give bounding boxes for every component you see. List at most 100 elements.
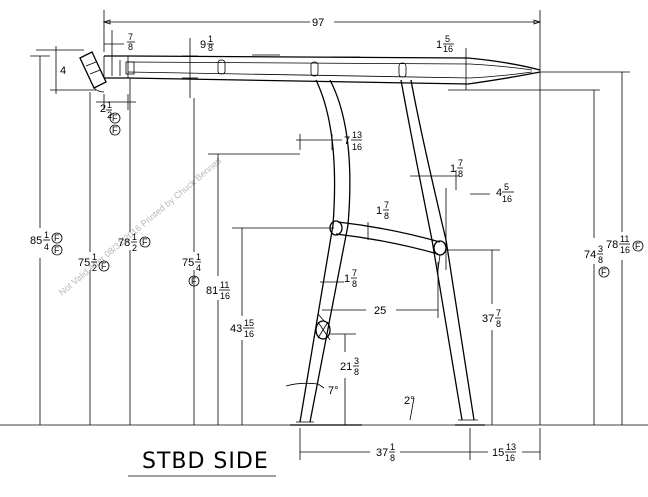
- svg-text:1: 1: [132, 232, 137, 242]
- dim-25: 25: [374, 305, 386, 317]
- svg-text:85: 85: [30, 235, 42, 247]
- f-marks-launcher: F F: [109, 112, 121, 136]
- dim-21-3-8: 21 3 8: [340, 356, 359, 377]
- svg-text:8: 8: [496, 319, 501, 329]
- svg-text:2: 2: [100, 103, 106, 115]
- dim-overall-length: 97: [312, 17, 324, 29]
- svg-text:F: F: [601, 267, 607, 277]
- svg-text:78: 78: [118, 237, 130, 249]
- svg-text:15: 15: [244, 318, 254, 328]
- svg-text:4: 4: [496, 187, 502, 199]
- svg-text:16: 16: [502, 194, 512, 204]
- svg-text:5: 5: [445, 34, 450, 44]
- dim-2-1-2: 2 1 2: [100, 100, 112, 120]
- dim-launcher-4: 4: [60, 65, 66, 77]
- rocket-launcher: [79, 51, 107, 93]
- svg-text:15: 15: [492, 447, 504, 459]
- svg-text:11: 11: [220, 280, 229, 290]
- svg-text:1: 1: [208, 34, 213, 44]
- svg-text:13: 13: [506, 442, 516, 452]
- svg-text:9: 9: [200, 39, 206, 51]
- dim-15-13-16: 15 13 16: [492, 442, 516, 463]
- dim-85-1-4: 85 1 4 F F: [30, 230, 63, 256]
- dim-37-7-8: 37 7 8: [482, 308, 501, 329]
- dim-1-7-8-c: 1 7 8: [344, 268, 357, 289]
- svg-text:4: 4: [196, 263, 201, 273]
- dim-angle-7: 7°: [328, 385, 339, 397]
- svg-text:16: 16: [220, 291, 230, 301]
- svg-text:5: 5: [504, 182, 509, 192]
- dim-74-3-8: 74 3 8 F: [584, 244, 610, 278]
- svg-text:2: 2: [92, 263, 97, 273]
- svg-text:1: 1: [390, 442, 395, 452]
- svg-text:F: F: [112, 125, 118, 135]
- svg-text:16: 16: [505, 453, 515, 463]
- svg-text:F: F: [54, 245, 60, 255]
- svg-text:7: 7: [352, 268, 357, 278]
- svg-text:2: 2: [107, 110, 112, 120]
- svg-text:8: 8: [354, 367, 359, 377]
- svg-text:1: 1: [344, 273, 350, 285]
- svg-text:8: 8: [390, 453, 395, 463]
- svg-text:4: 4: [44, 242, 49, 252]
- svg-text:16: 16: [620, 245, 630, 255]
- svg-text:21: 21: [340, 361, 352, 373]
- svg-text:37: 37: [482, 313, 494, 325]
- svg-text:3: 3: [354, 356, 359, 366]
- top-frame: [103, 54, 541, 85]
- dim-1-7-8-b: 1 7 8: [376, 200, 389, 221]
- svg-text:1: 1: [196, 252, 201, 262]
- svg-text:F: F: [635, 241, 641, 251]
- svg-text:81: 81: [206, 285, 218, 297]
- svg-text:75: 75: [78, 257, 90, 269]
- dim-7-8: 7 8: [127, 32, 135, 52]
- svg-text:74: 74: [584, 249, 596, 261]
- dim-9-1-8: 9 1 8: [200, 34, 214, 53]
- svg-text:1: 1: [436, 39, 442, 51]
- svg-text:F: F: [112, 113, 118, 123]
- rear-leg: [400, 79, 478, 421]
- svg-text:8: 8: [384, 211, 389, 221]
- svg-text:8: 8: [458, 169, 463, 179]
- svg-text:75: 75: [182, 257, 194, 269]
- svg-text:1: 1: [450, 163, 456, 175]
- svg-text:7: 7: [128, 32, 133, 42]
- mount-light: [315, 313, 331, 341]
- dim-75-1-4: 75 1 4 F: [182, 252, 201, 287]
- svg-text:7: 7: [458, 158, 463, 168]
- svg-text:43: 43: [230, 323, 242, 335]
- svg-text:7: 7: [384, 200, 389, 210]
- svg-text:78: 78: [606, 239, 618, 251]
- svg-text:11: 11: [620, 234, 629, 244]
- svg-text:16: 16: [352, 142, 362, 152]
- svg-text:1: 1: [92, 252, 97, 262]
- dim-81-11-16: 81 11 16: [206, 280, 230, 301]
- dim-1-5-16: 1 5 16: [436, 34, 454, 54]
- svg-text:F: F: [191, 276, 197, 286]
- svg-text:1: 1: [107, 100, 112, 110]
- dimension-lines: [30, 10, 630, 460]
- svg-text:7: 7: [496, 308, 501, 318]
- dim-37-1-8: 37 1 8: [376, 442, 395, 463]
- drawing-title: STBD SIDE: [142, 449, 269, 474]
- dim-4-5-16: 4 5 16: [496, 182, 514, 204]
- svg-text:F: F: [142, 237, 148, 247]
- dim-43-15-16: 43 15 16: [230, 318, 254, 339]
- dim-7-13-16: 7 13 16: [344, 130, 362, 152]
- svg-text:16: 16: [244, 329, 254, 339]
- svg-text:13: 13: [352, 130, 362, 140]
- svg-text:7: 7: [344, 135, 350, 147]
- svg-text:8: 8: [208, 43, 213, 53]
- svg-text:8: 8: [128, 42, 133, 52]
- svg-text:3: 3: [598, 244, 603, 254]
- dim-angle-2: 2°: [404, 395, 415, 407]
- svg-text:8: 8: [352, 279, 357, 289]
- dim-1-7-8-a: 1 7 8: [450, 158, 463, 179]
- svg-text:F: F: [54, 233, 60, 243]
- svg-text:2: 2: [132, 243, 137, 253]
- svg-text:1: 1: [376, 205, 382, 217]
- svg-text:1: 1: [44, 230, 49, 240]
- dim-78-1-2: 78 1 2 F: [118, 232, 151, 253]
